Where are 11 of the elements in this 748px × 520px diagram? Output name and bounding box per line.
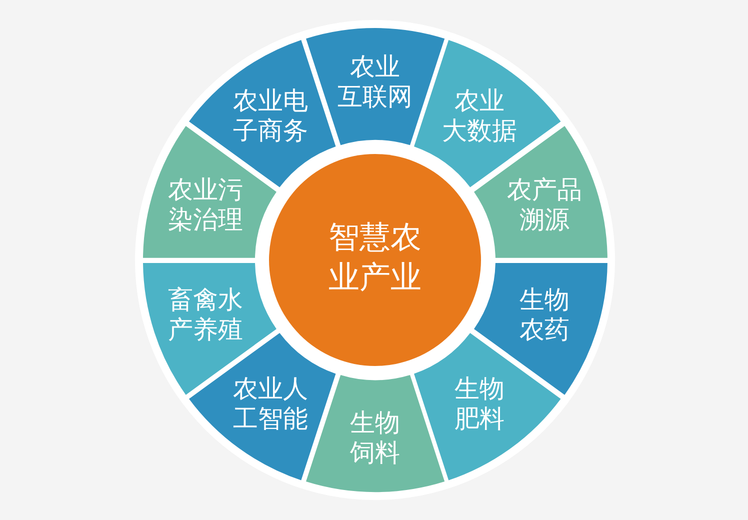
segment-label: 农业电子商务: [232, 86, 309, 146]
segment-label: 生物饲料: [348, 408, 401, 468]
segment-label: 生物农药: [518, 285, 570, 345]
segment-label: 农业互联网: [336, 52, 414, 112]
segment-label: 农业污染治理: [167, 174, 244, 235]
segment-label: 农业人工智能: [232, 374, 309, 434]
segment-label: 农业大数据: [441, 86, 518, 146]
segment-label: 农产品溯源: [506, 174, 583, 235]
segment-label: 生物肥料: [454, 374, 506, 434]
center-label: 智慧农业产业: [328, 218, 422, 297]
segment-label: 畜禽水产养殖: [167, 285, 244, 345]
